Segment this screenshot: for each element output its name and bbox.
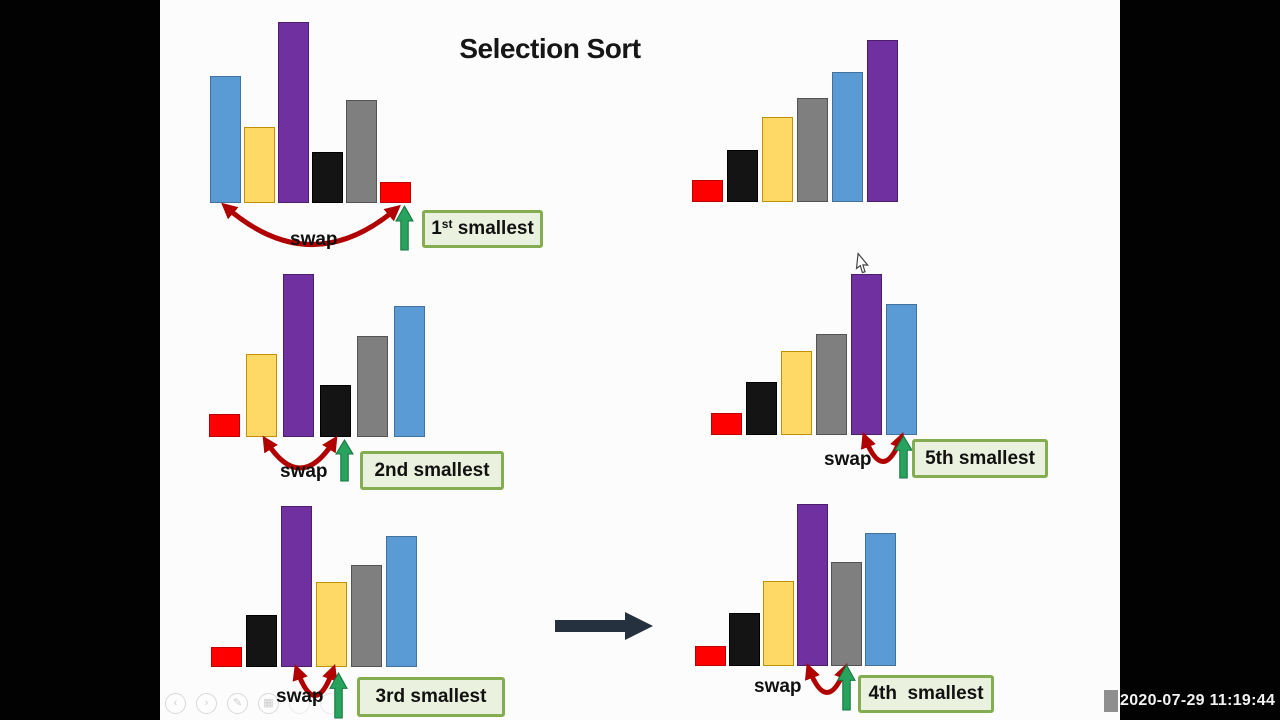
swap-arrow xyxy=(262,435,338,471)
swap-label: swap xyxy=(276,686,324,707)
yellow-bar xyxy=(781,351,812,435)
purple-bar xyxy=(797,504,828,666)
swap-arrow xyxy=(221,202,401,247)
smallest-pointer-arrow xyxy=(329,671,348,719)
purple-bar xyxy=(283,274,314,437)
yellow-bar xyxy=(246,354,277,437)
player-previous-button[interactable]: ‹ xyxy=(165,693,186,714)
ordinal: 3rd xyxy=(375,686,406,707)
player-slides-button[interactable]: ▦ xyxy=(258,693,279,714)
mouse-cursor xyxy=(855,252,870,274)
ordinal-suffix: st xyxy=(441,217,453,231)
red-bar xyxy=(692,180,723,202)
purple-bar xyxy=(281,506,312,667)
smallest-label: 2nd smallest xyxy=(360,451,504,490)
red-bar xyxy=(711,413,742,435)
diagram-step-3 xyxy=(211,482,426,667)
black-bar xyxy=(246,615,277,667)
blue-bar xyxy=(886,304,917,435)
purple-bar xyxy=(278,22,309,203)
player-next-button[interactable]: › xyxy=(196,693,217,714)
purple-bar xyxy=(867,40,898,202)
gray-bar xyxy=(346,100,377,203)
red-bar xyxy=(211,647,242,667)
diagram-step-1 xyxy=(210,18,425,203)
ordinal: 5th xyxy=(925,447,954,469)
yellow-bar xyxy=(762,117,793,202)
blue-bar xyxy=(865,533,896,666)
swap-label: swap xyxy=(280,461,328,482)
gray-bar xyxy=(797,98,828,202)
player-controls: ‹ › ✎ ▦ xyxy=(160,0,1120,720)
swap-label: swap xyxy=(754,676,802,697)
smallest-pointer-arrow xyxy=(894,434,913,479)
swap-arrow xyxy=(292,663,338,698)
black-bar xyxy=(746,382,777,435)
blue-bar xyxy=(394,306,425,437)
timestamp-chip xyxy=(1104,690,1118,712)
letterbox-left xyxy=(0,0,160,720)
red-bar xyxy=(695,646,726,666)
smallest-label: 5th smallest xyxy=(912,439,1048,478)
label-rest: smallest xyxy=(405,686,487,707)
purple-bar xyxy=(851,274,882,435)
ordinal: 1 xyxy=(431,218,442,239)
yellow-bar xyxy=(763,581,794,666)
smallest-pointer-arrow xyxy=(837,663,856,711)
diagram-step-5 xyxy=(711,250,926,435)
blue-bar xyxy=(832,72,863,202)
black-bar xyxy=(729,613,760,666)
page-title: Selection Sort xyxy=(459,33,641,64)
smallest-label: 3rd smallest xyxy=(357,677,505,717)
swap-label: swap xyxy=(824,449,872,470)
blue-bar xyxy=(210,76,241,203)
yellow-bar xyxy=(316,582,347,667)
blue-bar xyxy=(386,536,417,667)
label-rest: smallest xyxy=(452,218,534,239)
red-bar xyxy=(209,414,240,437)
black-bar xyxy=(320,385,351,437)
ordinal: 4th xyxy=(868,683,897,704)
player-pen-button[interactable]: ✎ xyxy=(227,693,248,714)
gray-bar xyxy=(816,334,847,435)
gray-bar xyxy=(351,565,382,667)
diagram-final-sorted xyxy=(692,17,907,202)
gray-bar xyxy=(357,336,388,437)
ordinal: 2nd xyxy=(374,459,409,481)
smallest-pointer-arrow xyxy=(335,439,354,482)
flow-right-arrow xyxy=(555,612,653,640)
label-rest: smallest xyxy=(408,459,490,481)
timestamp-overlay: 2020-07-29 11:19:44 xyxy=(1104,690,1275,712)
player-more-button[interactable] xyxy=(289,693,310,714)
timestamp-text: 2020-07-29 11:19:44 xyxy=(1120,692,1276,709)
smallest-pointer-arrow xyxy=(395,204,414,251)
swap-label: swap xyxy=(290,229,338,250)
yellow-bar xyxy=(244,127,275,203)
diagram-step-2 xyxy=(209,252,425,437)
diagram-step-4 xyxy=(695,481,910,666)
label-rest: smallest xyxy=(953,447,1035,469)
black-bar xyxy=(312,152,343,203)
gray-bar xyxy=(831,562,862,666)
smallest-label: 4th smallest xyxy=(858,675,994,713)
red-bar xyxy=(380,182,411,203)
label-rest: smallest xyxy=(896,683,984,704)
letterbox-right xyxy=(1120,0,1280,720)
black-bar xyxy=(727,150,758,202)
